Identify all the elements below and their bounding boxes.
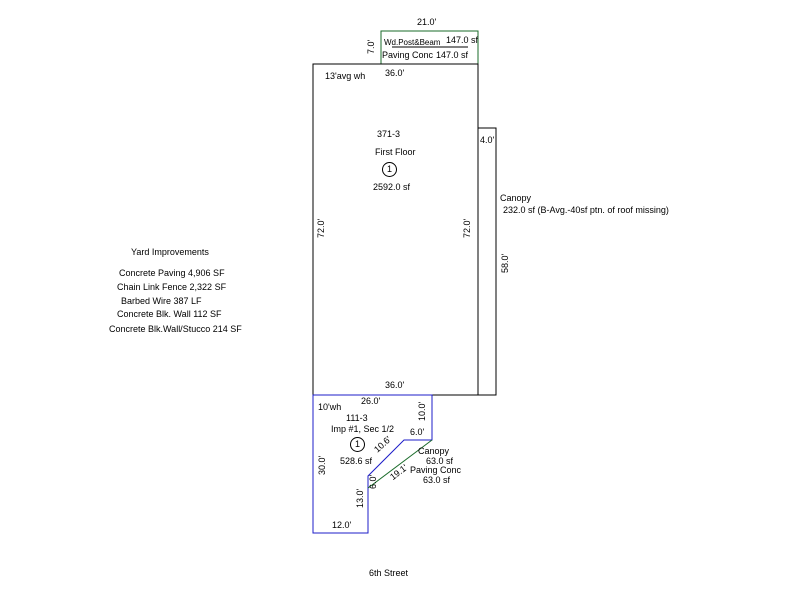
imp1-code: 111-3 [346,413,368,423]
canopy-small-area: 63.0 sf [426,456,454,466]
yard-improvements-title: Yard Improvements [131,247,209,257]
imp1-right-dim: 10.0' [417,401,427,421]
canopy-side-label: Canopy [500,193,532,203]
first-floor-height-note: 13'avg wh [325,71,366,81]
yard-item: Concrete Blk.Wall/Stucco 214 SF [109,324,242,334]
canopy-side-outline [477,127,497,396]
imp1-left-dim: 30.0' [317,455,327,475]
yard-item: Concrete Paving 4,906 SF [119,268,225,278]
imp1-step-dim: 6.0' [410,427,425,437]
yard-item: Chain Link Fence 2,322 SF [117,282,227,292]
imp1-height-note: 10'wh [318,402,342,412]
post-beam-width-dim: 21.0' [417,17,437,27]
first-floor-outline [312,63,479,396]
canopy-small-label: Canopy [418,446,450,456]
yard-item: Concrete Blk. Wall 112 SF [117,309,222,319]
post-beam-depth-dim: 7.0' [366,39,376,54]
imp1-name: Imp #1, Sec 1/2 [331,424,395,434]
street-label: 6th Street [369,568,409,578]
first-floor-code: 371-3 [377,129,401,139]
post-beam-label: Wd.Post&Beam [384,38,441,47]
post-beam-area: 147.0 sf [446,35,479,45]
post-beam-paving-label: Paving Conc [382,50,434,60]
first-floor-number-badge: 1 [382,162,397,177]
canopy-side-length-dim: 58.0' [500,253,510,273]
yard-item: Barbed Wire 387 LF [121,296,202,306]
imp1-lower-dim: 13.0' [355,488,365,508]
canopy-side-area-note: 232.0 sf (B-Avg.-40sf ptn. of roof missi… [503,205,669,215]
first-floor-bottom-dim: 36.0' [385,380,405,390]
canopy-side-width-dim: 4.0' [480,135,495,145]
post-beam-paving-area: 147.0 sf [436,50,469,60]
imp1-area: 528.6 sf [340,456,373,466]
canopy-slope-line [367,439,433,489]
first-floor-name: First Floor [375,147,416,157]
first-floor-area: 2592.0 sf [373,182,411,192]
canopy-small-paving-area: 63.0 sf [423,475,451,485]
imp1-top-dim: 26.0' [361,396,381,406]
imp1-inner-dim: 6.0' [368,474,378,489]
imp1-number-badge: 1 [350,437,365,452]
first-floor-top-dim: 36.0' [385,68,405,78]
imp1-outline [312,394,433,534]
first-floor-right-dim: 72.0' [462,218,472,238]
first-floor-left-dim: 72.0' [316,218,326,238]
canopy-small-paving-label: Paving Conc [410,465,462,475]
imp1-bottom-dim: 12.0' [332,520,352,530]
